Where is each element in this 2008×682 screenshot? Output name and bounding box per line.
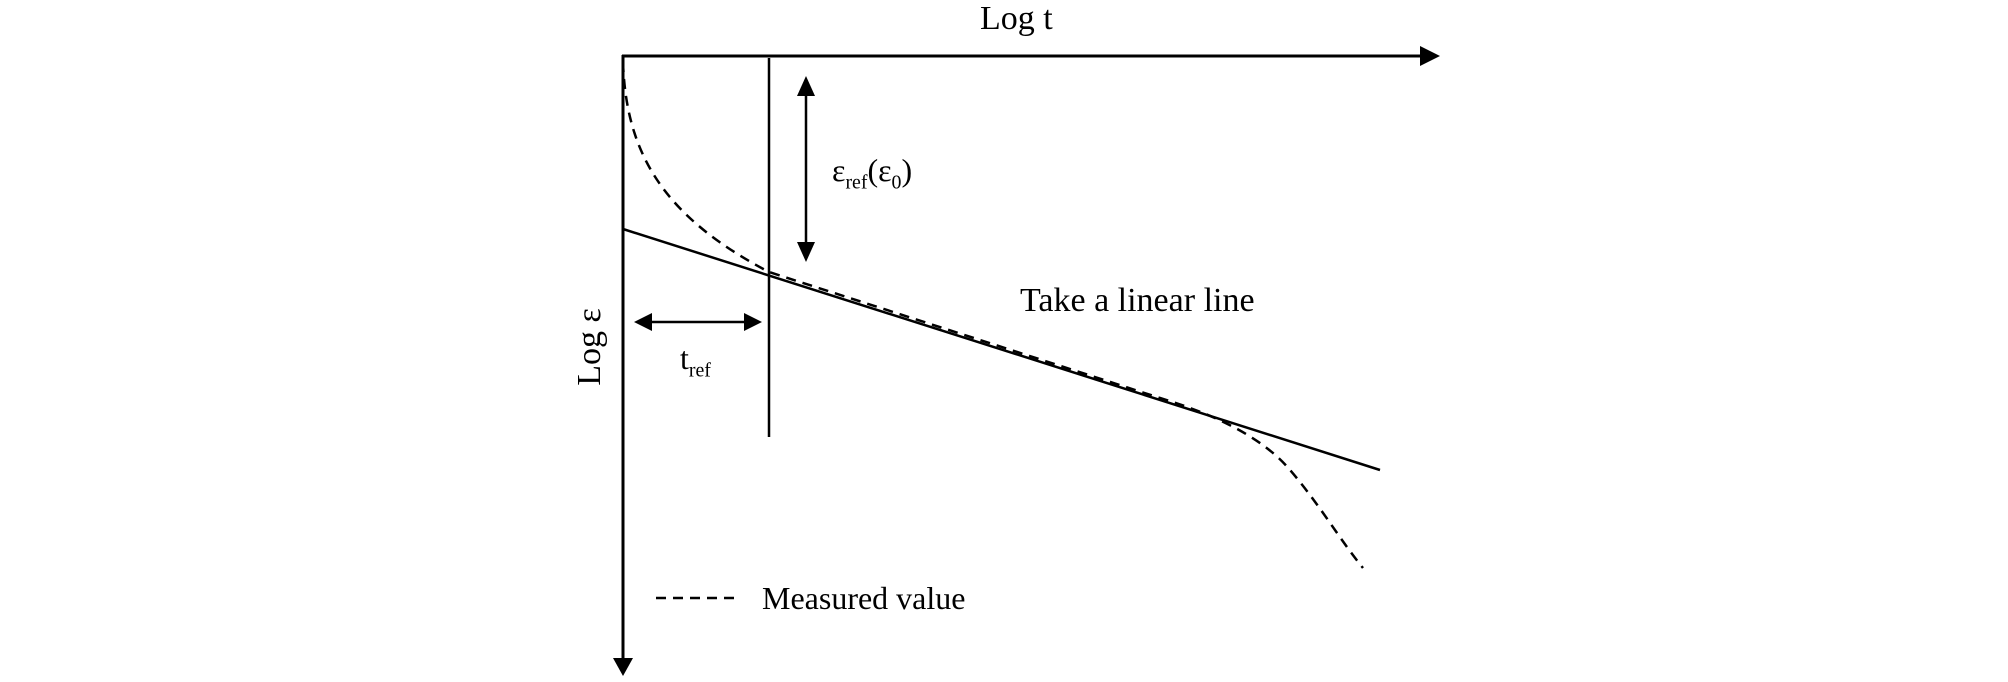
x-axis-label: Log t [980, 0, 1053, 37]
t-ref-label: tref [680, 340, 711, 382]
linear-line-label: Take a linear line [1020, 282, 1255, 319]
eps-ref-subscript: ref [845, 171, 868, 194]
eps-ref-arrowhead-top [797, 76, 815, 96]
eps-ref-symbol: ε [832, 152, 846, 188]
y-axis-arrowhead [613, 658, 633, 676]
legend-measured-label: Measured value [762, 580, 966, 616]
x-axis-arrowhead [1420, 46, 1440, 66]
t-ref-arrowhead-left [634, 313, 652, 331]
t-ref-arrowhead-right [744, 313, 762, 331]
linear-fit-line [622, 227, 1381, 472]
eps-ref-label: εref(ε0) [832, 152, 912, 194]
t-ref-subscript: ref [688, 359, 711, 382]
eps-zero-subscript: 0 [891, 171, 902, 194]
eps-zero-open: (ε [867, 152, 892, 188]
eps-ref-arrowhead-bottom [797, 242, 815, 262]
eps-zero-close: ) [901, 152, 913, 188]
y-axis-label: Log ε [571, 308, 608, 386]
measured-value-curve [621, 61, 1364, 569]
t-ref-symbol: t [680, 340, 689, 376]
